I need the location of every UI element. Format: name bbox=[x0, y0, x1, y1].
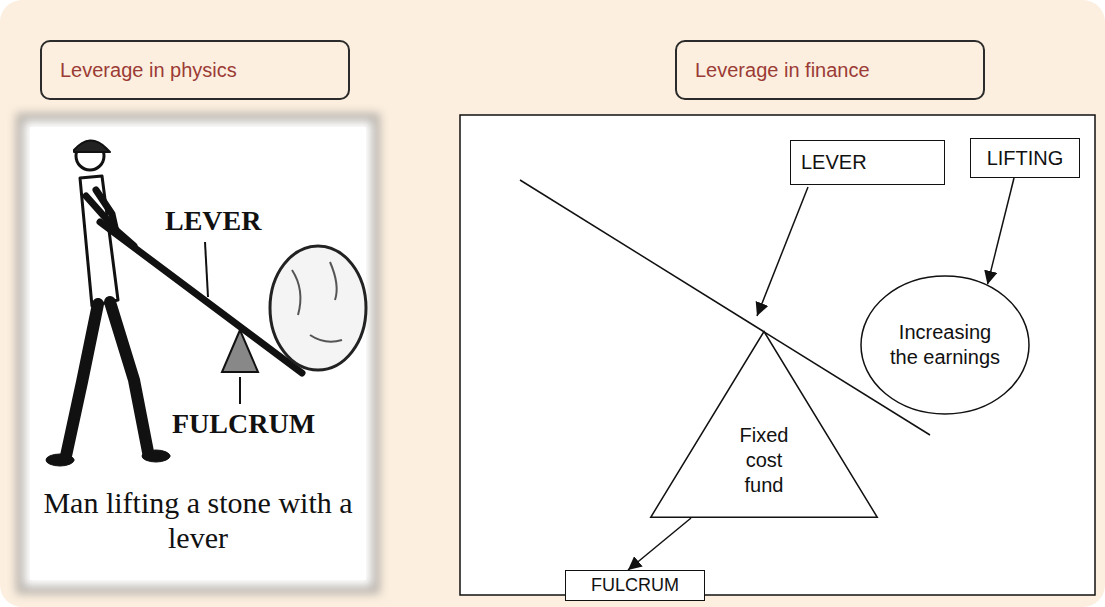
node-text: Increasing the earnings bbox=[889, 320, 1001, 370]
leader-line bbox=[205, 242, 208, 297]
man-leg bbox=[110, 302, 148, 452]
heading-box: Leverage in physics bbox=[40, 40, 350, 100]
fulcrum-triangle: Fixed cost fund bbox=[650, 331, 878, 518]
label-box: FULCRUM bbox=[565, 570, 705, 601]
fulcrum-stone bbox=[222, 330, 258, 372]
finance-frame bbox=[460, 115, 1095, 595]
connector-arrow bbox=[628, 518, 691, 570]
stone-shading bbox=[292, 262, 342, 342]
man-shoe bbox=[142, 450, 170, 462]
result-ellipse-outline bbox=[860, 275, 1030, 415]
leader-line bbox=[239, 377, 241, 404]
man-leg bbox=[66, 304, 98, 456]
picture-ground bbox=[30, 127, 366, 580]
man-cap bbox=[74, 140, 110, 152]
node-text: Fixed cost fund bbox=[728, 423, 800, 498]
node-text: LEVER bbox=[801, 150, 867, 175]
connector-arrow bbox=[988, 178, 1015, 284]
picture-caption: Man lifting a stone with a lever bbox=[38, 486, 358, 555]
leader-arrow bbox=[757, 187, 808, 316]
picture-frame bbox=[16, 113, 380, 594]
ellipse-outline bbox=[861, 276, 1029, 414]
part-label: FULCRUM bbox=[172, 408, 315, 440]
label-box: LIFTING bbox=[970, 138, 1080, 178]
triangle-outline bbox=[651, 332, 878, 518]
label-box: LEVER bbox=[790, 140, 945, 185]
result-ellipse: Increasing the earnings bbox=[860, 275, 1030, 415]
node-text: Leverage in finance bbox=[695, 58, 870, 83]
picture-ground bbox=[24, 121, 372, 586]
heading-box: Leverage in finance bbox=[675, 40, 985, 100]
stone bbox=[270, 246, 366, 370]
man-shoe bbox=[46, 454, 74, 466]
man-figure bbox=[46, 140, 170, 466]
node-text: Leverage in physics bbox=[60, 58, 237, 83]
node-text: LIFTING bbox=[987, 146, 1064, 171]
node-text: FULCRUM bbox=[591, 574, 679, 597]
part-label: LEVER bbox=[165, 205, 261, 237]
